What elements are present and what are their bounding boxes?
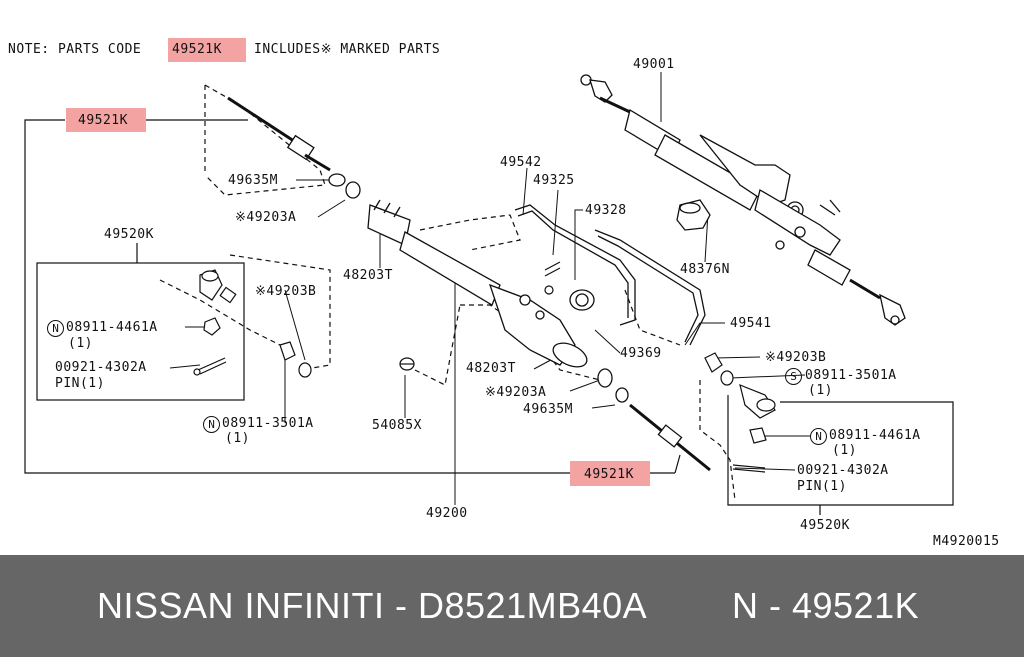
label-49001[interactable]: 49001	[633, 57, 675, 72]
circle-n-left-1: N	[47, 320, 64, 337]
label-49542[interactable]: 49542	[500, 155, 542, 170]
label-08911-3501a-right-qty: (1)	[808, 383, 833, 398]
label-49325[interactable]: 49325	[533, 173, 575, 188]
highlight-49521k-bottom	[570, 461, 650, 486]
label-49203a-top[interactable]: ※49203A	[235, 210, 297, 225]
label-49200[interactable]: 49200	[426, 506, 468, 521]
label-49635m-top[interactable]: 49635M	[228, 173, 278, 188]
label-49328[interactable]: 49328	[585, 203, 627, 218]
label-49521k-top[interactable]: 49521K	[78, 113, 128, 128]
box-49520k-left	[36, 262, 245, 401]
note-suffix: INCLUDES※ MARKED PARTS	[254, 42, 441, 57]
label-49369[interactable]: 49369	[620, 346, 662, 361]
label-49521k-bottom[interactable]: 49521K	[584, 467, 634, 482]
label-49520k-right[interactable]: 49520K	[800, 518, 850, 533]
label-08911-3501a-left[interactable]: 08911-3501A	[222, 416, 314, 431]
label-48376n[interactable]: 48376N	[680, 262, 730, 277]
circle-s-right: S	[785, 368, 802, 385]
label-08911-3501a-left-qty: (1)	[225, 431, 250, 446]
circle-n-left-2: N	[203, 416, 220, 433]
label-08911-4461a-left-qty: (1)	[68, 336, 93, 351]
label-54085x[interactable]: 54085X	[372, 418, 422, 433]
label-48203t-top[interactable]: 48203T	[343, 268, 393, 283]
label-49541[interactable]: 49541	[730, 316, 772, 331]
diagram-ref-code: M4920015	[933, 534, 1000, 549]
label-00921-right[interactable]: 00921-4302A	[797, 463, 889, 478]
highlight-49521k-top	[66, 108, 146, 132]
footer-catalog-number: NISSAN INFINITI - D8521MB40A	[97, 585, 648, 626]
label-08911-4461a-right[interactable]: 08911-4461A	[829, 428, 921, 443]
label-49635m-mid[interactable]: 49635M	[523, 402, 573, 417]
bracket-49521k	[24, 119, 570, 474]
circle-n-right: N	[810, 428, 827, 445]
note-prefix: NOTE: PARTS CODE	[8, 42, 142, 57]
label-00921-right-pin: PIN(1)	[797, 479, 847, 494]
note-code[interactable]: 49521K	[172, 42, 222, 57]
label-49203b-left[interactable]: ※49203B	[255, 284, 317, 299]
label-00921-left[interactable]: 00921-4302A	[55, 360, 147, 375]
label-49203a-mid[interactable]: ※49203A	[485, 385, 547, 400]
box-49520k-right	[727, 395, 954, 506]
footer-part-number: N - 49521K	[732, 585, 920, 626]
label-00921-left-pin: PIN(1)	[55, 376, 105, 391]
label-08911-3501a-right[interactable]: 08911-3501A	[805, 368, 897, 383]
label-08911-4461a-right-qty: (1)	[832, 443, 857, 458]
footer-bar: NISSAN INFINITI - D8521MB40A N - 49521K	[0, 555, 1024, 657]
parts-diagram: NOTE: PARTS CODE 49521K INCLUDES※ MARKED…	[8, 38, 1000, 549]
label-48203t-mid[interactable]: 48203T	[466, 361, 516, 376]
highlight-note-code	[168, 38, 246, 62]
diagram-drawing	[24, 72, 954, 515]
label-08911-4461a-left[interactable]: 08911-4461A	[66, 320, 158, 335]
label-49203b-right[interactable]: ※49203B	[765, 350, 827, 365]
label-49520k-left[interactable]: 49520K	[104, 227, 154, 242]
